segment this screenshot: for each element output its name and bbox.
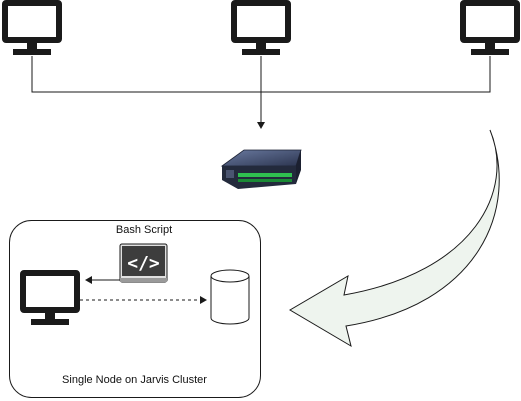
cluster-container [9, 220, 261, 398]
network-switch-icon [220, 149, 302, 189]
network-bus [31, 56, 491, 129]
monitor-icon [5, 3, 59, 55]
bash-script-label: Bash Script [115, 224, 173, 236]
code-icon: </> [119, 243, 168, 283]
database-icon [210, 269, 250, 325]
monitor-icon [463, 3, 517, 55]
monitor-icon [234, 3, 288, 55]
cluster-label: Single Node on Jarvis Cluster [62, 374, 207, 386]
deploy-arrow [289, 129, 500, 348]
script-icon-text: </> [127, 253, 160, 274]
